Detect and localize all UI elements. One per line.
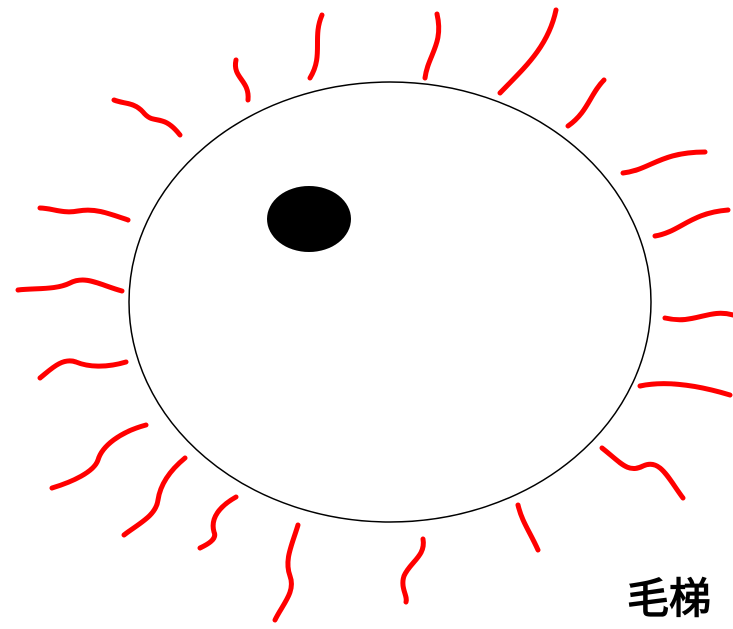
cilium-19 <box>275 525 298 620</box>
cilium-9 <box>665 313 733 319</box>
cilium-15 <box>40 361 126 378</box>
nucleus <box>267 186 351 252</box>
cilium-8 <box>655 210 728 236</box>
cilium-1 <box>310 15 322 78</box>
cilium-17 <box>124 458 185 535</box>
cilium-2 <box>425 14 439 78</box>
cilium-12 <box>518 505 538 550</box>
cilium-6 <box>114 100 180 135</box>
cilium-18 <box>200 497 236 548</box>
cell-body <box>129 82 651 522</box>
cilium-5 <box>235 60 248 100</box>
cilium-13 <box>40 208 128 220</box>
cilium-10 <box>640 384 730 395</box>
cilium-7 <box>623 152 705 173</box>
cilium-11 <box>602 448 683 498</box>
cilium-14 <box>18 280 122 291</box>
diagram-caption: 毛梯 <box>627 578 711 620</box>
cilium-3 <box>500 10 556 93</box>
cilium-20 <box>403 539 424 602</box>
cilium-4 <box>568 80 604 126</box>
cilium-16 <box>52 425 146 488</box>
